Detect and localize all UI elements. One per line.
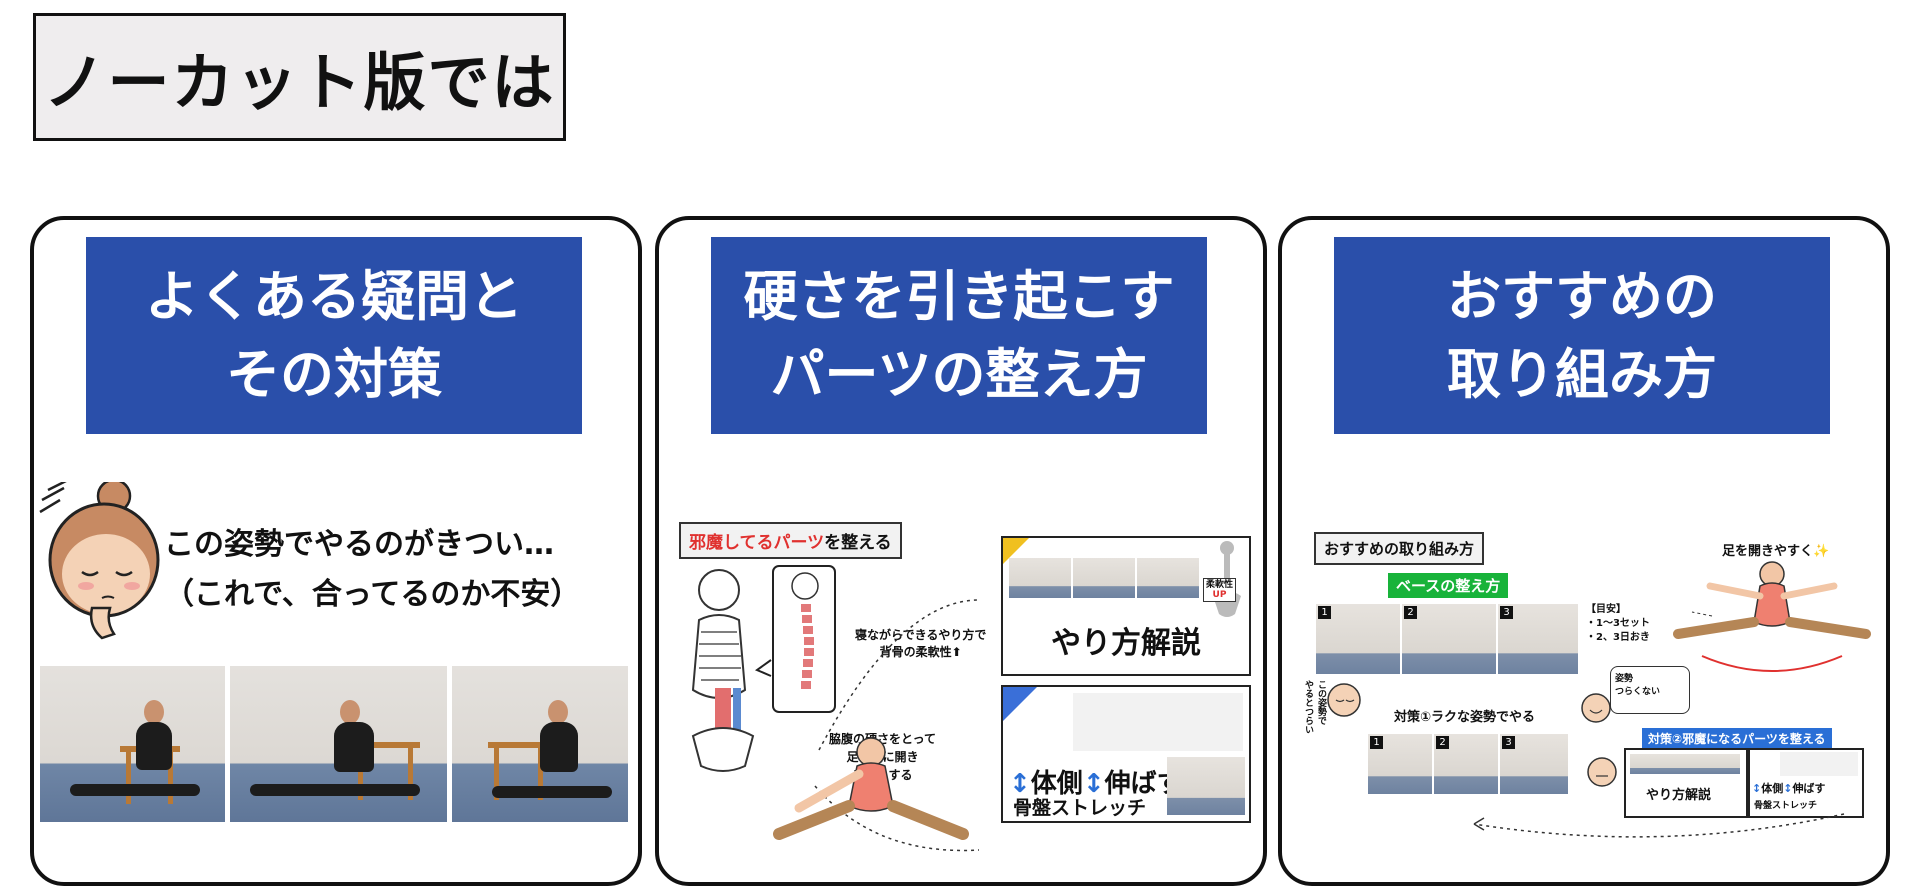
base-label: ベースの整え方: [1388, 573, 1509, 598]
banner-line: その対策: [226, 342, 442, 406]
thumb-word: 体側: [1030, 769, 1083, 799]
open-legs-illustration: [1673, 561, 1871, 672]
card-parts-banner: 硬さを引き起こす パーツの整え方: [711, 237, 1207, 434]
return-arrow: [1473, 813, 1845, 838]
banner-line: パーツの整え方: [770, 342, 1148, 406]
neutral-face-icon: [1587, 757, 1617, 787]
banner-line: 硬さを引き起こす: [743, 264, 1175, 328]
parts-label-red: 邪魔してるパーツ: [689, 533, 825, 553]
page-title-box: ノーカット版では: [33, 13, 566, 141]
measure2-label: 対策②邪魔になるパーツを整える: [1642, 728, 1832, 749]
note-line: 背骨の柔軟性⬆: [879, 645, 962, 659]
banner-line: よくある疑問と: [145, 264, 523, 328]
note-line: 寝ながらできるやり方で: [855, 628, 987, 642]
open-legs-label: 足を開きやすく✨: [1722, 544, 1830, 559]
badge-up: UP: [1212, 590, 1227, 600]
mini-thumb-title: やり方解説: [1646, 788, 1712, 803]
stretch-photo-2: [230, 666, 447, 822]
mini-thumbnail-1[interactable]: やり方解説: [1624, 748, 1748, 818]
thumb-word: 体側: [1761, 782, 1784, 795]
banner-line: 取り組み方: [1447, 342, 1717, 406]
step-number: 2: [1436, 736, 1449, 749]
card-faq: よくある疑問と その対策 この姿勢でやるのがきつい… （これで、合ってるのか不安…: [30, 216, 642, 886]
flexibility-badge: 柔軟性 UP: [1203, 578, 1237, 602]
bubble-line: 姿勢: [1615, 674, 1634, 684]
thumb-word: 伸ばす: [1792, 782, 1826, 795]
step-number: 1: [1370, 736, 1383, 749]
guideline-title: 【目安】: [1586, 604, 1626, 615]
stretch-photo-3: [452, 666, 628, 822]
thumbnail-line2: 骨盤ストレッチ: [1013, 797, 1147, 819]
card-faq-banner: よくある疑問と その対策: [86, 237, 582, 434]
step-number: 3: [1502, 736, 1515, 749]
parts-label-box: 邪魔してるパーツを整える: [679, 522, 902, 559]
measure1-label: 対策①ラクな姿勢でやる: [1394, 710, 1536, 725]
card-recommend-banner: おすすめの 取り組み方: [1334, 237, 1830, 434]
video-thumbnail-1[interactable]: 柔軟性 UP やり方解説: [1001, 536, 1251, 676]
worried-person-illustration: [39, 482, 160, 640]
spine-note: 寝ながらできるやり方で 背骨の柔軟性⬆: [855, 626, 986, 660]
parts-label-rest: を整える: [824, 533, 892, 553]
step-number: 3: [1500, 606, 1513, 619]
recommend-label-box: おすすめの取り組み方: [1314, 532, 1485, 565]
worry-speech: この姿勢でやるのがきつい… （これで、合ってるのか不安）: [164, 520, 580, 620]
split-stretch-illustration: [773, 737, 969, 840]
guideline-line: ・1〜3セット: [1586, 618, 1650, 629]
mini-thumb-line2: 骨盤ストレッチ: [1754, 801, 1818, 811]
banner-line: おすすめの: [1447, 264, 1717, 328]
step-number: 1: [1318, 606, 1331, 619]
guideline-line: ・2、3日おき: [1586, 632, 1650, 643]
comfort-bubble: 姿勢 つらくない: [1610, 666, 1690, 714]
speech-line: この姿勢でやるのがきつい…: [164, 527, 554, 562]
badge-text: 柔軟性: [1206, 580, 1234, 590]
speech-line: （これで、合ってるのか不安）: [164, 577, 581, 612]
step-number: 2: [1404, 606, 1417, 619]
mini-thumb-line1: ↕体側↕伸ばす: [1752, 782, 1826, 795]
guideline-text: 【目安】 ・1〜3セット ・2、3日おき: [1586, 603, 1650, 645]
mini-thumbnail-2[interactable]: ↕体側↕伸ばす 骨盤ストレッチ: [1748, 748, 1864, 818]
dotted-arrows: [814, 599, 980, 852]
skeleton-illustration: [691, 565, 836, 772]
video-thumbnail-2[interactable]: ↕体側↕伸ばす 骨盤ストレッチ: [1001, 685, 1251, 823]
vertical-note: この姿勢で やるとつらい: [1303, 680, 1326, 734]
happy-face-icon: [1581, 693, 1611, 723]
note-line: 脇腹の硬さをとって: [829, 732, 937, 746]
card-parts: 硬さを引き起こす パーツの整え方 邪魔してるパーツを整える 寝ながらできるやり方…: [655, 216, 1267, 886]
stretch-photo-1: [40, 666, 225, 822]
base-photo-2: [1402, 604, 1496, 674]
thumbnail-title: やり方解説: [1051, 626, 1201, 661]
page-title: ノーカット版では: [43, 46, 556, 119]
worried-face-icon: [1327, 683, 1361, 717]
bubble-line: つらくない: [1615, 687, 1661, 697]
card-recommend: おすすめの 取り組み方 おすすめの取り組み方 ベースの整え方 足を開きやすく✨ …: [1278, 216, 1890, 886]
